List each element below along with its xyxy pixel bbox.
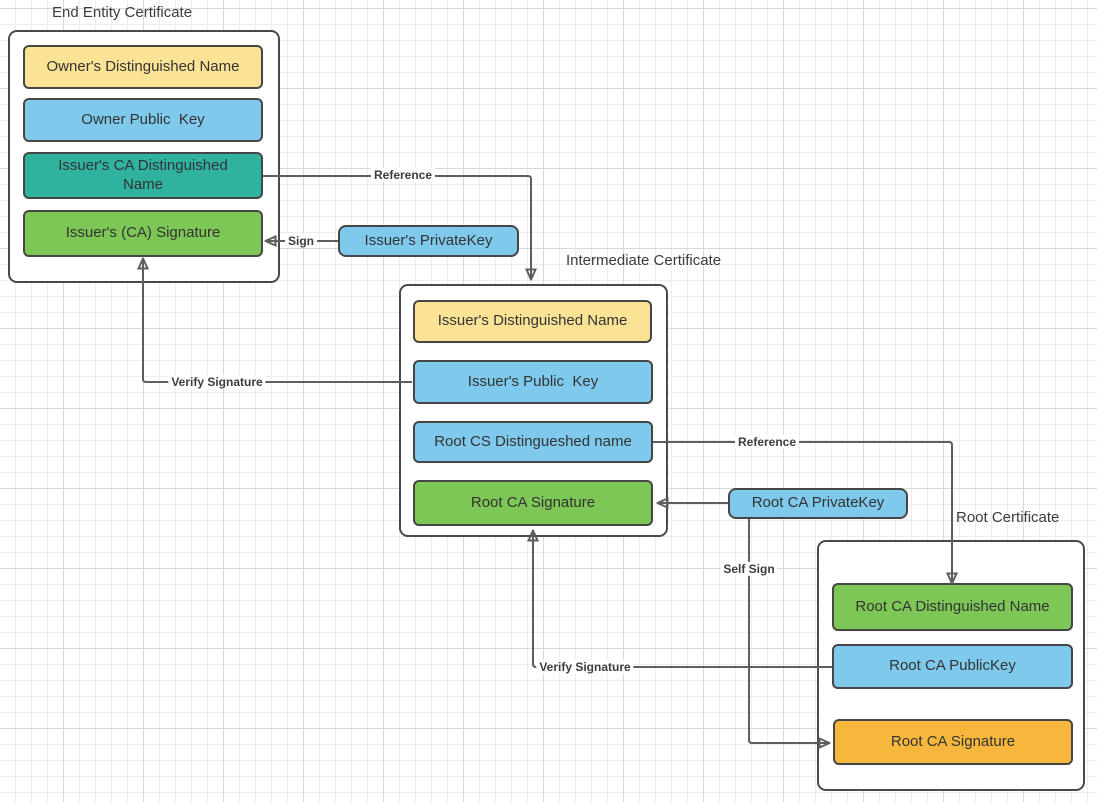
- node-issuers-private-key[interactable]: Issuer's PrivateKey: [338, 225, 519, 257]
- field-root-ca-signature-root[interactable]: Root CA Signature: [833, 719, 1073, 765]
- field-issuers-ca-distinguished-name[interactable]: Issuer's CA Distinguished Name: [23, 152, 263, 199]
- field-owners-distinguished-name[interactable]: Owner's Distinguished Name: [23, 45, 263, 89]
- field-root-ca-public-key[interactable]: Root CA PublicKey: [832, 644, 1073, 689]
- connector-verify-signature-right: [533, 531, 832, 668]
- label-self-sign: Self Sign: [720, 561, 778, 577]
- field-root-ca-distinguished-name[interactable]: Root CA Distinguished Name: [832, 583, 1073, 631]
- label-sign: Sign: [285, 233, 317, 249]
- label-reference-top: Reference: [370, 167, 436, 183]
- field-issuers-ca-signature[interactable]: Issuer's (CA) Signature: [23, 210, 263, 257]
- field-issuers-distinguished-name[interactable]: Issuer's Distinguished Name: [413, 300, 652, 343]
- field-root-cs-distingueshed-name[interactable]: Root CS Distingueshed name: [413, 421, 653, 463]
- intermediate-certificate-title: Intermediate Certificate: [566, 252, 722, 269]
- field-issuers-public-key[interactable]: Issuer's Public Key: [413, 360, 653, 404]
- node-root-ca-private-key[interactable]: Root CA PrivateKey: [728, 488, 908, 519]
- end-entity-certificate-title: End Entity Certificate: [52, 4, 193, 21]
- label-verify-signature-right: Verify Signature: [536, 659, 634, 675]
- root-certificate-title: Root Certificate: [956, 509, 1060, 526]
- label-verify-signature-left: Verify Signature: [168, 374, 266, 390]
- field-owner-public-key[interactable]: Owner Public Key: [23, 98, 263, 142]
- label-reference-mid: Reference: [734, 434, 800, 450]
- field-root-ca-signature-intermediate[interactable]: Root CA Signature: [413, 480, 653, 526]
